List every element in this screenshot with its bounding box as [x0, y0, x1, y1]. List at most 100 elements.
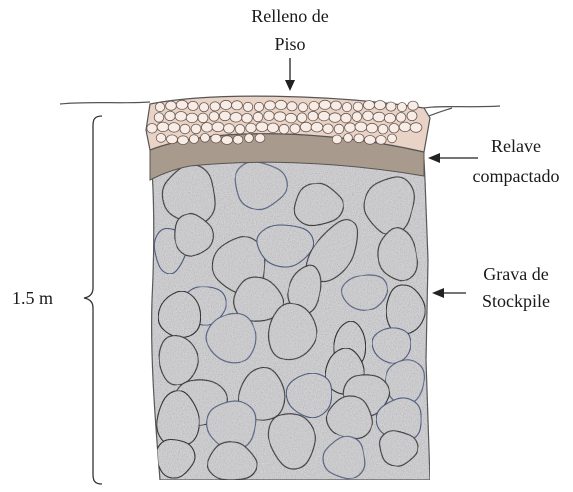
floor-fill-pebble	[154, 113, 164, 123]
floor-fill-pebble	[388, 134, 397, 143]
floor-fill-pebble	[319, 100, 331, 109]
floor-fill-pebble	[232, 101, 243, 110]
floor-fill-pebble	[374, 101, 385, 110]
floor-fill-arrow	[285, 58, 295, 91]
floor-fill-pebble	[219, 111, 230, 121]
floor-fill-pebble	[233, 135, 243, 144]
floor-fill-pebble	[323, 124, 333, 134]
floor-fill-pebble	[211, 134, 221, 143]
floor-fill-pebble	[224, 124, 235, 134]
floor-fill-pebble	[245, 134, 254, 143]
floor-fill-pebble	[180, 124, 190, 134]
floor-fill-pebble	[397, 103, 406, 112]
floor-fill-pebble	[399, 122, 411, 132]
floor-fill-pebble	[165, 111, 175, 121]
floor-fill-pebble	[384, 113, 395, 123]
floor-fill-pebble	[290, 124, 300, 134]
floor-fill-pebble	[410, 123, 422, 133]
floor-fill-pebble	[157, 122, 169, 132]
floor-fill-pebble	[186, 113, 198, 123]
floor-fill-pebble	[342, 103, 351, 112]
floor-fill-pebble	[201, 123, 212, 133]
floor-fill-pebble	[191, 124, 201, 134]
floor-fill-pebble	[156, 134, 166, 143]
floor-fill-pebble	[212, 122, 224, 132]
depth-bracket	[84, 116, 102, 484]
floor-fill-pebble	[308, 111, 318, 121]
floor-fill-pebble	[274, 112, 286, 122]
floor-fill-pebble	[279, 124, 289, 134]
floor-fill-pebble	[265, 101, 276, 110]
floor-fill-pebble	[167, 135, 178, 144]
floor-fill-pebble	[378, 124, 388, 134]
floor-fill-label-line1: Relleno de	[251, 6, 328, 26]
floor-fill-pebble	[318, 111, 329, 121]
floor-fill-pebble	[341, 113, 351, 123]
tailings-arrow	[428, 153, 478, 163]
floor-fill-pebble	[264, 111, 275, 121]
floor-fill-pebble	[267, 123, 278, 133]
floor-fill-pebble	[189, 135, 198, 144]
floor-fill-pebble	[198, 113, 208, 123]
floor-fill-pebble	[230, 113, 242, 123]
floor-fill-pebble	[355, 122, 367, 132]
floor-fill-pebble	[353, 102, 363, 111]
gravel-label-line1: Grava de	[483, 264, 548, 284]
floor-fill-pebble	[331, 101, 342, 110]
floor-fill-pebble	[287, 102, 297, 111]
tailings-label-line2: compactado	[473, 166, 560, 186]
floor-fill-pebble	[373, 112, 385, 122]
floor-fill-pebble	[354, 134, 364, 143]
floor-fill-pebble	[178, 136, 189, 145]
floor-fill-pebble	[309, 101, 319, 110]
floor-fill-pebble	[166, 101, 177, 110]
floor-fill-pebble	[366, 123, 377, 133]
floor-fill-pebble	[297, 113, 307, 123]
floor-fill-pebble	[210, 102, 220, 111]
floor-fill-pebble	[363, 111, 374, 121]
floor-fill-pebble	[243, 102, 253, 111]
floor-fill-pebble	[256, 122, 268, 132]
tailings-label-line1: Relave	[491, 136, 541, 156]
floor-fill-pebble	[334, 124, 344, 134]
floor-fill-pebble	[407, 111, 417, 121]
floor-fill-pebble	[389, 123, 399, 133]
depth-label: 1.5 m	[12, 288, 53, 308]
floor-fill-label-line2: Piso	[274, 34, 305, 54]
floor-fill-pebble	[332, 135, 342, 144]
floor-fill-pebble	[201, 133, 210, 142]
gravel-arrow	[432, 288, 466, 298]
floor-fill-pebble	[300, 122, 311, 132]
floor-fill-pebble	[221, 136, 232, 145]
floor-fill-pebble	[209, 112, 219, 122]
floor-fill-pebble	[298, 103, 307, 112]
floor-fill-pebble	[344, 134, 353, 143]
floor-fill-pebble	[235, 124, 245, 134]
floor-fill-pebble	[246, 123, 257, 133]
floor-fill-pebble	[396, 113, 406, 123]
floor-fill-pebble	[253, 112, 263, 122]
floor-fill-pebble	[352, 112, 362, 122]
floor-fill-pebble	[176, 100, 188, 109]
floor-fill-pebble	[188, 101, 198, 110]
floor-fill-pebble	[363, 101, 374, 110]
floor-fill-pebble	[242, 113, 253, 123]
floor-fill-pebble	[408, 101, 418, 110]
floor-fill-pebble	[275, 100, 287, 109]
floor-fill-pebble	[285, 113, 296, 123]
floor-fill-pebble	[147, 124, 157, 134]
gravel-label-line2: Stockpile	[482, 291, 550, 311]
floor-fill-pebble	[386, 102, 396, 111]
floor-fill-pebble	[175, 112, 187, 122]
floor-fill-pebble	[220, 100, 231, 109]
floor-fill-pebble	[168, 123, 180, 133]
floor-fill-pebble	[329, 113, 341, 123]
floor-fill-pebble	[364, 136, 375, 145]
floor-fill-pebble	[254, 102, 263, 111]
floor-fill-pebble	[155, 103, 164, 112]
floor-fill-pebble	[255, 134, 265, 143]
floor-fill-pebble	[311, 122, 323, 132]
floor-fill-pebble	[199, 103, 208, 112]
floor-fill-pebble	[345, 123, 356, 133]
